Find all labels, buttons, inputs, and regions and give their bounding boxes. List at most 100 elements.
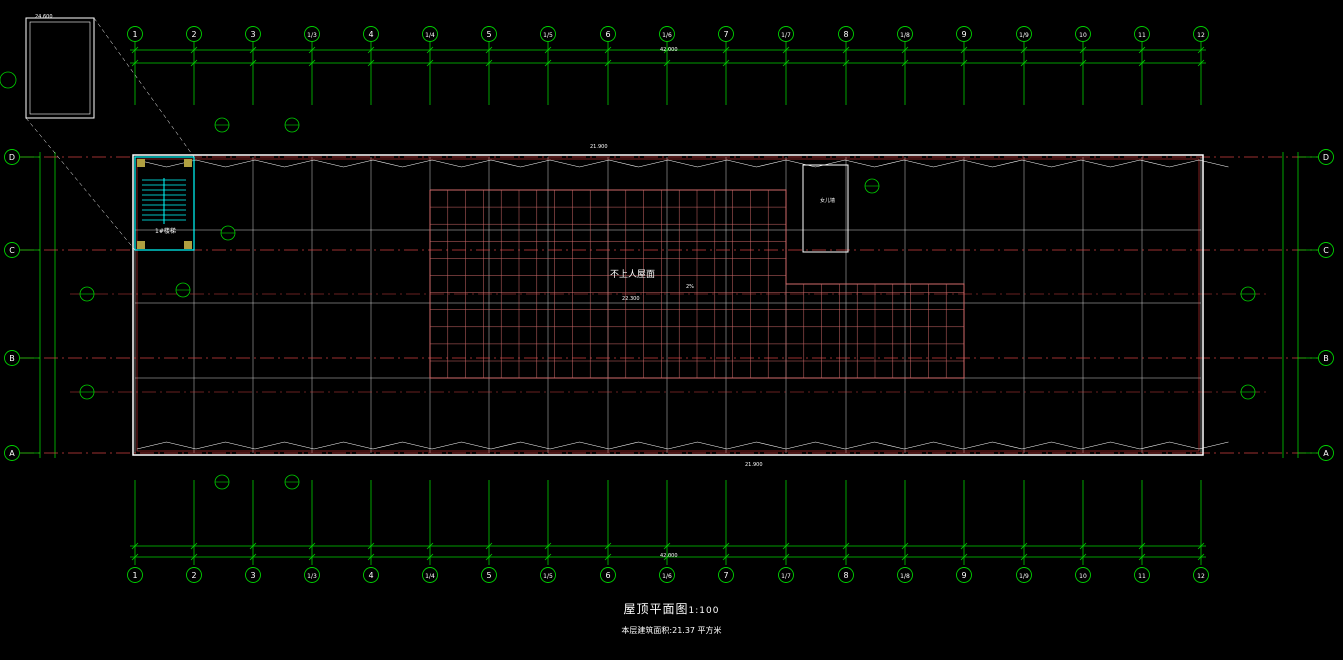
- grid-bubble: [481, 26, 497, 42]
- dimension-tick: [604, 553, 612, 561]
- detail-inner: [29, 21, 91, 115]
- grid-bubble: [481, 567, 497, 583]
- dimension-tick: [485, 59, 493, 67]
- grid-bubble-label: 9: [961, 571, 966, 580]
- drawing-title: 屋顶平面图1:100: [0, 600, 1343, 617]
- dimension-tick: [960, 46, 968, 54]
- grid-bubble-label: 1/6: [662, 573, 672, 580]
- grid-bubble: [1318, 242, 1334, 258]
- grid-bubble: [245, 26, 261, 42]
- dimension-tick: [1197, 59, 1205, 67]
- total-dim-top: 42.000: [660, 47, 678, 53]
- detail-leader: [25, 117, 136, 251]
- grid-bubble: [1318, 149, 1334, 165]
- dimension-tick: [1020, 542, 1028, 550]
- dimension-tick: [901, 542, 909, 550]
- dimension-tick: [426, 553, 434, 561]
- roof-gutter-zigzag: [136, 159, 1229, 450]
- dimension-tick: [842, 59, 850, 67]
- dimension-tick: [901, 553, 909, 561]
- stair-label: 1#楼梯: [155, 227, 176, 235]
- grid-bubble: [1318, 445, 1334, 461]
- grid-bubble: [897, 26, 913, 42]
- roof-outline: [132, 154, 1204, 456]
- grid-bubble: [897, 567, 913, 583]
- grid-bubble: [659, 26, 675, 42]
- grid-bubble: [127, 26, 143, 42]
- grid-bubble-label: 1/5: [543, 573, 553, 580]
- grid-bubble-label: 7: [723, 571, 728, 580]
- dimension-tick: [1020, 553, 1028, 561]
- dimension-tick: [367, 542, 375, 550]
- grid-bubble: [838, 567, 854, 583]
- grid-bubble: [956, 26, 972, 42]
- grid-bubble-label: A: [9, 449, 15, 458]
- dimension-tick: [663, 542, 671, 550]
- grid-bubble-label: B: [1323, 354, 1329, 363]
- dimension-tick: [1197, 46, 1205, 54]
- dimension-tick: [960, 553, 968, 561]
- grid-bubble-label: 6: [605, 30, 610, 39]
- grid-bubble-label: 11: [1138, 573, 1146, 580]
- grid-bubble-label: 8: [843, 30, 848, 39]
- grid-bubble: [1075, 567, 1091, 583]
- grid-bubble: [718, 26, 734, 42]
- dimension-tick: [722, 553, 730, 561]
- dimension-tick: [960, 542, 968, 550]
- stair-outline: [134, 156, 195, 251]
- detail-callout: [0, 17, 195, 251]
- drawing-title-text: 屋顶平面图: [623, 602, 689, 616]
- grid-bubble-label: 4: [368, 571, 373, 580]
- grid-bubble-label: D: [9, 153, 15, 162]
- dimension-tick: [485, 553, 493, 561]
- stair-column: [184, 159, 192, 167]
- grid-bubble: [838, 26, 854, 42]
- grid-bubble: [778, 26, 794, 42]
- grid-bubble: [659, 567, 675, 583]
- grid-bubble-label: 5: [486, 30, 491, 39]
- grid-bubble: [127, 567, 143, 583]
- grid-bubble-label: 1/6: [662, 32, 672, 39]
- grid-bubble-label: 12: [1197, 32, 1205, 39]
- stair-column: [137, 241, 145, 249]
- elev-inner: 22.300: [622, 296, 640, 302]
- grid-bubble: [1075, 26, 1091, 42]
- dimension-tick: [1138, 46, 1146, 54]
- drawing-scale: 1:100: [688, 606, 720, 616]
- dimension-tick: [722, 46, 730, 54]
- total-dim-bottom: 42.000: [660, 553, 678, 559]
- dimension-tick: [190, 59, 198, 67]
- grid-bubble: [422, 26, 438, 42]
- detail-frame: [25, 17, 95, 119]
- dimension-tick: [842, 542, 850, 550]
- grid-bubble-label: 1: [132, 571, 137, 580]
- dimension-tick: [1079, 542, 1087, 550]
- dimension-tick: [367, 46, 375, 54]
- dimension-tick: [663, 59, 671, 67]
- detail-bubble: [0, 71, 17, 89]
- roof-outline-rect: [132, 154, 1204, 456]
- grid-bubble: [540, 26, 556, 42]
- grid-bubble-label: B: [9, 354, 15, 363]
- roof-area-label: 不上人屋面: [610, 269, 655, 280]
- grid-bubble: [540, 567, 556, 583]
- grid-bubble-label: 2: [191, 571, 196, 580]
- annotation-labels: 不上人屋面 1#楼梯 24.600 21.900 22.300 21.900 女…: [35, 14, 835, 559]
- grid-bubble: [1134, 26, 1150, 42]
- grid-bubble-label: 3: [250, 30, 255, 39]
- dimension-tick: [1079, 46, 1087, 54]
- grid-bubble-label: 9: [961, 30, 966, 39]
- grid-bubble: [363, 567, 379, 583]
- stair-well: [134, 156, 195, 251]
- slope-label: 2%: [686, 284, 694, 290]
- stair-column: [184, 241, 192, 249]
- grid-bubble: [4, 149, 20, 165]
- dimension-tick: [1138, 553, 1146, 561]
- grid-bubble-label: 1/8: [900, 573, 910, 580]
- grid-bubble: [1134, 567, 1150, 583]
- grid-bubble-label: 1/3: [307, 32, 317, 39]
- dimension-tick: [249, 542, 257, 550]
